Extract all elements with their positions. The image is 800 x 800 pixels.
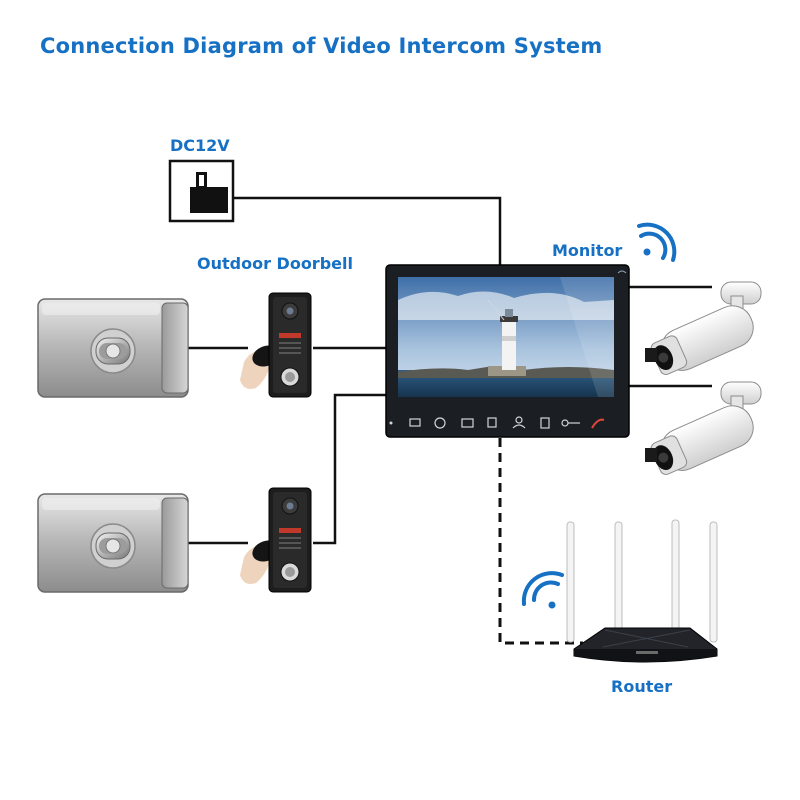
electric-lock-icon [37,493,189,593]
router-icon [566,519,718,663]
cctv-camera-icon [645,381,762,475]
router-label: Router [611,677,673,696]
power-wire [233,196,502,265]
electric-lock-icon [37,298,189,398]
network-dashed-link [498,438,583,645]
diagram-title: Connection Diagram of Video Intercom Sys… [40,34,603,58]
doorbell-icon [268,292,312,398]
doorbell2-wire [313,393,386,545]
wifi-icon [521,571,564,609]
cctv-camera-icon [645,281,762,375]
wifi-icon [637,222,677,262]
doorbell-icon [268,487,312,593]
monitor-icon [385,264,630,438]
wires [188,196,712,545]
power-socket-icon [168,159,235,223]
monitor-control-icons [409,416,605,429]
monitor-label: Monitor [552,241,623,260]
doorbell-label: Outdoor Doorbell [197,254,353,273]
power-label: DC12V [170,136,230,155]
